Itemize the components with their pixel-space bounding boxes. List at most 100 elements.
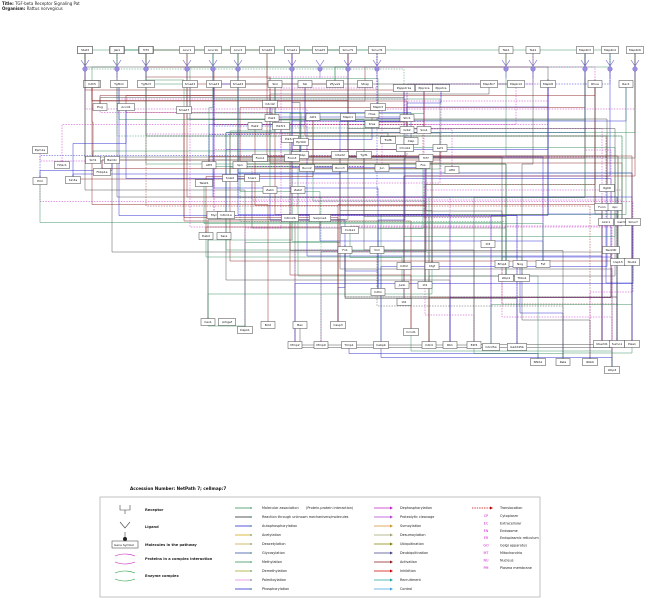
- node-pak2[interactable]: Pak2: [247, 122, 263, 130]
- node-vim[interactable]: Vim: [369, 246, 385, 254]
- node-akt1[interactable]: Akt1: [305, 113, 321, 121]
- node-itgb6[interactable]: Itgb6: [599, 184, 615, 192]
- node-sin3a[interactable]: Sin3a: [65, 176, 81, 184]
- node-bcl2[interactable]: Bcl2: [260, 321, 276, 329]
- node-atf2[interactable]: Atf2: [444, 166, 460, 174]
- node-cdc25a[interactable]: Cdc25a: [482, 343, 500, 351]
- node-zfyve9[interactable]: Zfyve9: [326, 80, 344, 88]
- node-tak1[interactable]: Tak1: [525, 46, 541, 54]
- node-cdh2[interactable]: Cdh2: [396, 262, 412, 270]
- node-sp1[interactable]: Sp1: [232, 161, 248, 169]
- node-fos[interactable]: Fos: [415, 161, 431, 169]
- node-cdh1[interactable]: Cdh1: [370, 288, 386, 296]
- node-serpine1[interactable]: Serpine1: [308, 214, 332, 222]
- node-smad7[interactable]: Smad7: [176, 106, 192, 114]
- node-strap[interactable]: Strap: [357, 80, 373, 88]
- node-map3k7[interactable]: Map3k7: [480, 80, 498, 88]
- node-smurf1[interactable]: Smurf1: [339, 46, 357, 54]
- node-map2k3[interactable]: Map2k3: [576, 46, 594, 54]
- node-cdkn2b[interactable]: Cdkn2b: [281, 214, 299, 222]
- node-nfkb1[interactable]: Nfkb1: [530, 358, 546, 366]
- node-stub1[interactable]: Stub1: [624, 258, 640, 266]
- node-tab1[interactable]: Tab1: [498, 46, 514, 54]
- node-grb2[interactable]: Grb2: [399, 126, 415, 134]
- node-xiap[interactable]: Xiap: [403, 137, 419, 145]
- node-usp15[interactable]: Usp15: [610, 258, 626, 266]
- node-ltbp1[interactable]: Ltbp1: [498, 274, 514, 282]
- node-smad6[interactable]: Smad6: [259, 46, 275, 54]
- node-cited2[interactable]: Cited2: [331, 151, 349, 159]
- node-sirt1[interactable]: Sirt1: [85, 156, 101, 164]
- node-runx3[interactable]: Runx3: [332, 164, 348, 172]
- node-arhgef[interactable]: Arhgef: [218, 318, 236, 326]
- node-ppm1a[interactable]: Ppm1a: [32, 146, 48, 154]
- node-sumo1[interactable]: Sumo1: [609, 340, 625, 348]
- node-smad4[interactable]: Smad4: [230, 80, 246, 88]
- node-runx2[interactable]: Runx2: [299, 164, 315, 172]
- node-foxo1[interactable]: Foxo1: [252, 154, 268, 162]
- node-junb[interactable]: Junb: [394, 281, 410, 289]
- node-jun[interactable]: Jun: [374, 164, 390, 172]
- node-fkbp1a[interactable]: Fkbp1a: [93, 168, 111, 176]
- node-pias1[interactable]: Pias1: [624, 340, 640, 348]
- node-pik3r1[interactable]: Pik3r1: [272, 122, 290, 130]
- node-tcf7[interactable]: Tcf7: [418, 154, 434, 162]
- node-acvr2[interactable]: Acvr2: [230, 46, 246, 54]
- node-tgfbr3[interactable]: Tgfbr3: [137, 80, 155, 88]
- node-timp1[interactable]: Timp1: [341, 341, 357, 349]
- node-id3[interactable]: Id3: [480, 240, 496, 248]
- node-casp3[interactable]: Casp3: [330, 321, 346, 329]
- node-thbs1[interactable]: Thbs1: [514, 274, 530, 282]
- node-bambi[interactable]: Bambi: [104, 156, 120, 164]
- node-snai1[interactable]: Snai1: [244, 174, 260, 182]
- node-bax[interactable]: Bax: [292, 321, 308, 329]
- node-smad5[interactable]: Smad5: [312, 46, 328, 54]
- node-ccnd1[interactable]: Ccnd1: [403, 328, 419, 336]
- node-hras[interactable]: Hras: [364, 110, 380, 118]
- node-atf3[interactable]: Atf3: [201, 161, 217, 169]
- node-map2k6[interactable]: Map2k6: [626, 46, 644, 54]
- node-e2f4[interactable]: E2f4: [466, 341, 482, 349]
- node-sara[interactable]: Sara: [216, 232, 232, 240]
- node-acvr1[interactable]: Acvr1: [179, 46, 195, 54]
- node-cav1[interactable]: Cav1: [200, 318, 216, 326]
- node-nedd4l[interactable]: Nedd4l: [602, 246, 620, 254]
- node-map2k4[interactable]: Map2k4: [601, 46, 619, 54]
- node-cdc42[interactable]: Cdc42: [262, 100, 278, 108]
- node-hdac1[interactable]: Hdac1: [54, 161, 70, 169]
- node-ctgf[interactable]: Ctgf: [424, 262, 440, 270]
- node-pak1[interactable]: Pak1: [264, 114, 280, 122]
- node-snai2[interactable]: Snai2: [222, 174, 238, 182]
- node-ski[interactable]: Ski: [297, 80, 313, 88]
- node-gadd45b[interactable]: Gadd45b: [507, 343, 527, 351]
- node-ctnnb1[interactable]: Ctnnb1: [396, 144, 414, 152]
- node-mapk14[interactable]: Mapk14: [507, 80, 525, 88]
- node-cdkn1a[interactable]: Cdkn1a: [217, 211, 235, 219]
- node-smurf2[interactable]: Smurf2: [368, 46, 386, 54]
- node-lef1[interactable]: Lef1: [432, 144, 448, 152]
- node-mapk1[interactable]: Mapk1: [340, 113, 356, 121]
- node-axin1[interactable]: Axin1: [598, 218, 614, 226]
- node-tgif1[interactable]: Tgif1: [356, 151, 372, 159]
- node-ikbkb[interactable]: Ikbkb: [582, 358, 598, 366]
- node-foxo3[interactable]: Foxo3: [284, 154, 300, 162]
- node-sos1[interactable]: Sos1: [416, 126, 432, 134]
- node-twist1[interactable]: Twist1: [195, 179, 213, 187]
- node-smad2[interactable]: Smad2: [182, 80, 198, 88]
- node-smad3[interactable]: Smad3: [206, 80, 222, 88]
- node-jak1[interactable]: Jak1: [109, 46, 125, 54]
- node-fst[interactable]: Fst: [535, 260, 551, 268]
- node-rac1[interactable]: Rac1: [618, 80, 634, 88]
- node-skil[interactable]: Skil: [267, 80, 283, 88]
- node-traf6[interactable]: Traf6: [380, 136, 396, 144]
- node-bmp4[interactable]: Bmp4: [494, 260, 510, 268]
- node-stat3[interactable]: Stat3: [77, 46, 93, 54]
- node-shc1[interactable]: Shc1: [399, 114, 415, 122]
- node-pppp2r1a[interactable]: Pppp2r1a: [392, 84, 416, 92]
- node-furin[interactable]: Furin: [594, 203, 610, 211]
- node-eng[interactable]: Eng: [92, 103, 108, 111]
- node-dab2[interactable]: Dab2: [198, 232, 214, 240]
- node-mmp2[interactable]: Mmp2: [287, 341, 303, 349]
- node-rb1[interactable]: Rb1: [442, 341, 458, 349]
- node-tcf3[interactable]: Tcf3: [138, 46, 154, 54]
